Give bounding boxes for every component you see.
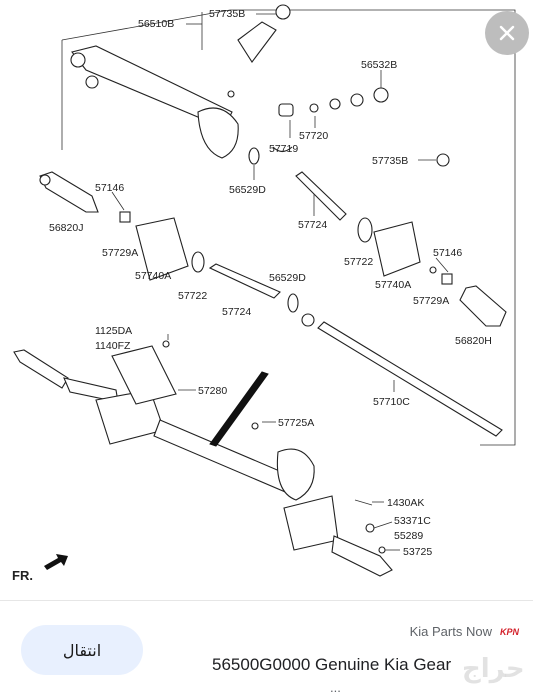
label-57735B-mid: 57735B: [372, 155, 408, 167]
label-57725A: 57725A: [278, 417, 314, 429]
label-57740A-left: 57740A: [135, 270, 171, 282]
watermark: حراج: [462, 654, 525, 684]
label-57724-top: 57724: [298, 219, 327, 231]
label-56510B: 56510B: [138, 18, 174, 30]
divider: [0, 600, 533, 601]
source-line[interactable]: Kia Parts Now KPN: [410, 624, 519, 639]
source-name: Kia Parts Now: [409, 624, 492, 639]
label-1125DA: 1125DA: [95, 325, 132, 337]
label-57729A-left: 57729A: [102, 247, 138, 259]
label-56529D-mid: 56529D: [269, 272, 306, 284]
label-53371C: 53371C: [394, 515, 431, 527]
label-56529D-top: 56529D: [229, 184, 266, 196]
label-57722-left: 57722: [178, 290, 207, 302]
label-57719: 57719: [269, 143, 298, 155]
label-57729A-right: 57729A: [413, 295, 449, 307]
lower-gear-assembly: [13, 340, 393, 577]
close-button[interactable]: [485, 11, 529, 55]
parts-diagram: 56510B 57735B 56532B 57720 57719 57735B …: [12, 4, 516, 583]
upper-rack-housing: [70, 4, 291, 159]
label-55289: 55289: [394, 530, 423, 542]
seal-parts-top: [248, 87, 450, 167]
label-57740A-right: 57740A: [375, 279, 411, 291]
leader-lines: [111, 12, 449, 551]
label-1430AK: 1430AK: [387, 497, 424, 509]
label-57735B-top: 57735B: [209, 8, 245, 20]
close-icon: [499, 25, 515, 41]
label-57146-left: 57146: [95, 182, 124, 194]
tie-rod-assemblies: [39, 171, 507, 437]
label-56532B: 56532B: [361, 59, 397, 71]
label-57280: 57280: [198, 385, 227, 397]
label-1140FZ: 1140FZ: [95, 340, 131, 352]
frame-border: [61, 9, 516, 446]
label-56820H: 56820H: [455, 335, 492, 347]
label-fr: FR.: [12, 568, 33, 583]
fr-arrow-icon: [44, 554, 68, 570]
label-57724-mid: 57724: [222, 306, 251, 318]
visit-button[interactable]: انتقال: [21, 625, 143, 675]
label-53725: 53725: [403, 546, 432, 558]
label-57722-right: 57722: [344, 256, 373, 268]
label-56820J: 56820J: [49, 222, 83, 234]
source-logo: KPN: [499, 626, 519, 637]
label-57720: 57720: [299, 130, 328, 142]
result-title[interactable]: 56500G0000 Genuine Kia Gear: [212, 655, 452, 674]
label-57710C: 57710C: [373, 396, 410, 408]
label-57146-right: 57146: [433, 247, 462, 259]
